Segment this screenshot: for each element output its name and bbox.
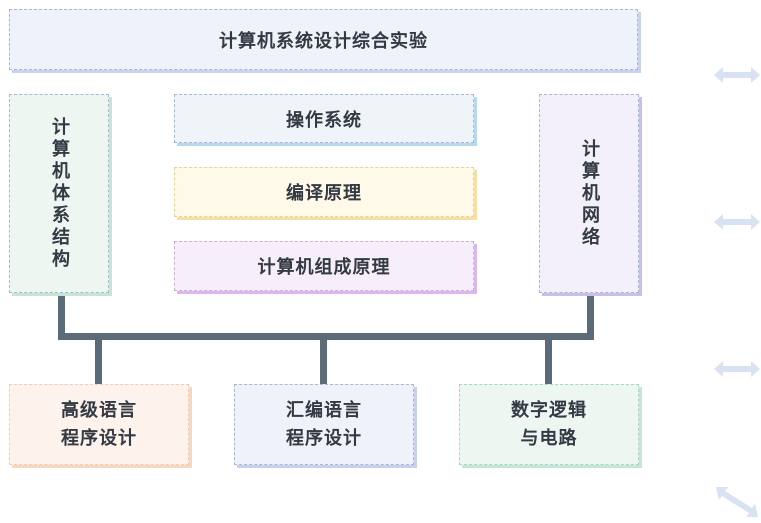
hll-line1: 高级语言 bbox=[61, 399, 137, 421]
digital-line2: 与电路 bbox=[520, 427, 578, 449]
digital-line1: 数字逻辑 bbox=[511, 399, 587, 421]
compiler-label: 编译原理 bbox=[286, 183, 362, 204]
asm-line2: 程序设计 bbox=[286, 427, 362, 449]
connector-right-vertical bbox=[587, 296, 594, 340]
assembly-language-box: 汇编语言 程序设计 bbox=[234, 384, 414, 465]
os-box: 操作系统 bbox=[174, 94, 474, 143]
high-level-language-box: 高级语言 程序设计 bbox=[9, 384, 189, 465]
double-arrow-icon bbox=[714, 67, 760, 83]
network-label: 计算机网络 bbox=[579, 138, 600, 249]
asm-line1: 汇编语言 bbox=[286, 399, 362, 421]
compiler-box: 编译原理 bbox=[174, 167, 474, 217]
connector-drop-right bbox=[545, 340, 552, 384]
diagonal-double-arrow-icon bbox=[716, 487, 758, 517]
os-label: 操作系统 bbox=[286, 109, 362, 131]
digital-logic-box: 数字逻辑 与电路 bbox=[459, 384, 639, 465]
network-box: 计算机网络 bbox=[539, 94, 639, 293]
double-arrow-icon bbox=[714, 361, 760, 377]
double-arrow-icon bbox=[714, 214, 760, 230]
organization-label: 计算机组成原理 bbox=[257, 257, 391, 278]
architecture-label: 计算机体系结构 bbox=[49, 116, 70, 271]
connector-drop-middle bbox=[320, 340, 327, 384]
architecture-box: 计算机体系结构 bbox=[9, 94, 109, 293]
connector-horizontal-bar bbox=[58, 333, 594, 340]
hll-line2: 程序设计 bbox=[61, 427, 137, 449]
connector-left-vertical bbox=[58, 296, 65, 340]
connector-drop-left bbox=[95, 340, 102, 384]
diagram-title: 计算机系统设计综合实验 bbox=[219, 30, 428, 52]
title-box: 计算机系统设计综合实验 bbox=[9, 9, 638, 70]
organization-box: 计算机组成原理 bbox=[174, 241, 474, 291]
